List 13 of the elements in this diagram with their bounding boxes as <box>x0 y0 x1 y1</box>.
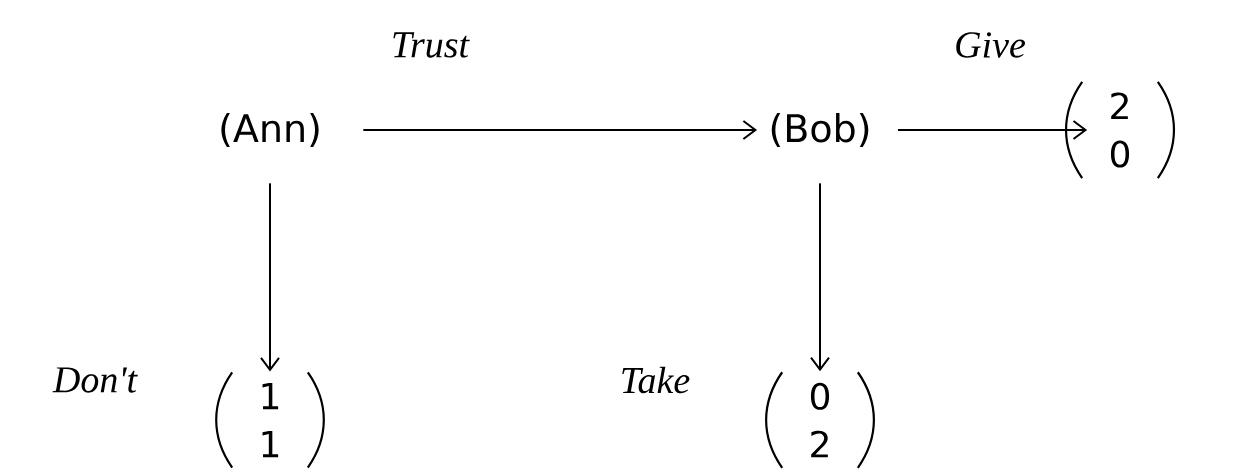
payoff-vector: 2 0 <box>1065 81 1175 179</box>
payoff-vector: 1 1 <box>215 371 325 469</box>
edge-label: Don't <box>52 367 138 393</box>
arrow <box>896 120 1088 140</box>
player-label: (Ann) <box>221 113 319 147</box>
payoff-vector: 0 2 <box>765 371 875 469</box>
edge-label: Take <box>622 366 690 394</box>
edge-label: Give <box>956 32 1025 58</box>
player-label: (Bob) <box>771 113 869 147</box>
arrow <box>810 182 830 372</box>
arrow <box>260 182 280 372</box>
edge-label: Trust <box>393 32 470 58</box>
arrow <box>362 120 758 140</box>
